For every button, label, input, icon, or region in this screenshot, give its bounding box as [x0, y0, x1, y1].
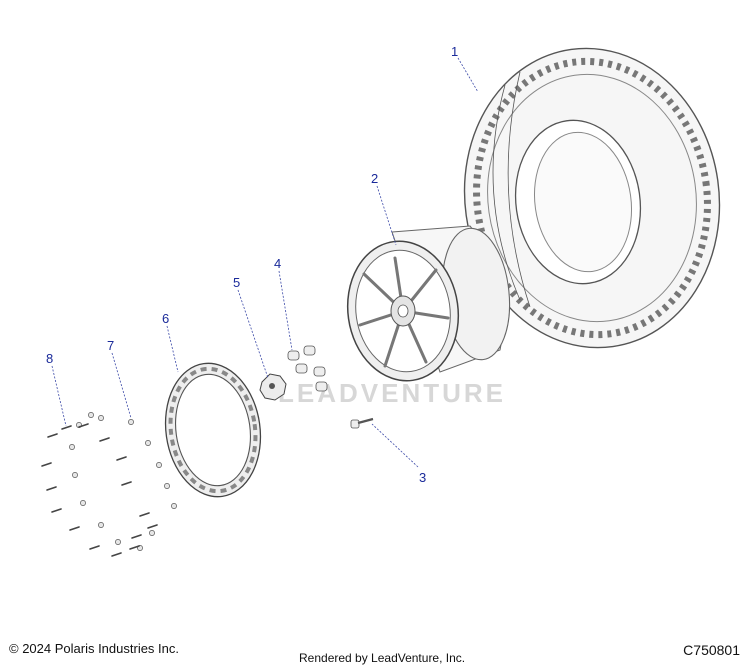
valve-stem-part[interactable] — [350, 417, 374, 429]
callout-1[interactable]: 1 — [451, 44, 458, 59]
wheel-rim-part[interactable] — [339, 225, 516, 388]
copyright-text: © 2024 Polaris Industries Inc. — [9, 641, 179, 656]
center-cap-part[interactable] — [259, 373, 287, 401]
washers-part[interactable] — [69, 412, 177, 551]
callout-3[interactable]: 3 — [419, 470, 426, 485]
callout-6[interactable]: 6 — [162, 311, 169, 326]
watermark: LEADVENTURE — [278, 378, 506, 408]
lug-nuts-part[interactable] — [287, 345, 328, 392]
callout-5[interactable]: 5 — [233, 275, 240, 290]
rendered-by-text: Rendered by LeadVenture, Inc. — [299, 651, 466, 665]
beadlock-ring-part[interactable] — [157, 357, 269, 503]
callout-2[interactable]: 2 — [371, 171, 378, 186]
callout-8[interactable]: 8 — [46, 351, 53, 366]
tire-part[interactable] — [445, 32, 738, 364]
callout-4[interactable]: 4 — [274, 256, 281, 271]
diagram-id: C750801 — [683, 642, 740, 658]
leader-lines — [51, 57, 479, 468]
callout-7[interactable]: 7 — [107, 338, 114, 353]
bolts-part[interactable] — [41, 423, 158, 557]
